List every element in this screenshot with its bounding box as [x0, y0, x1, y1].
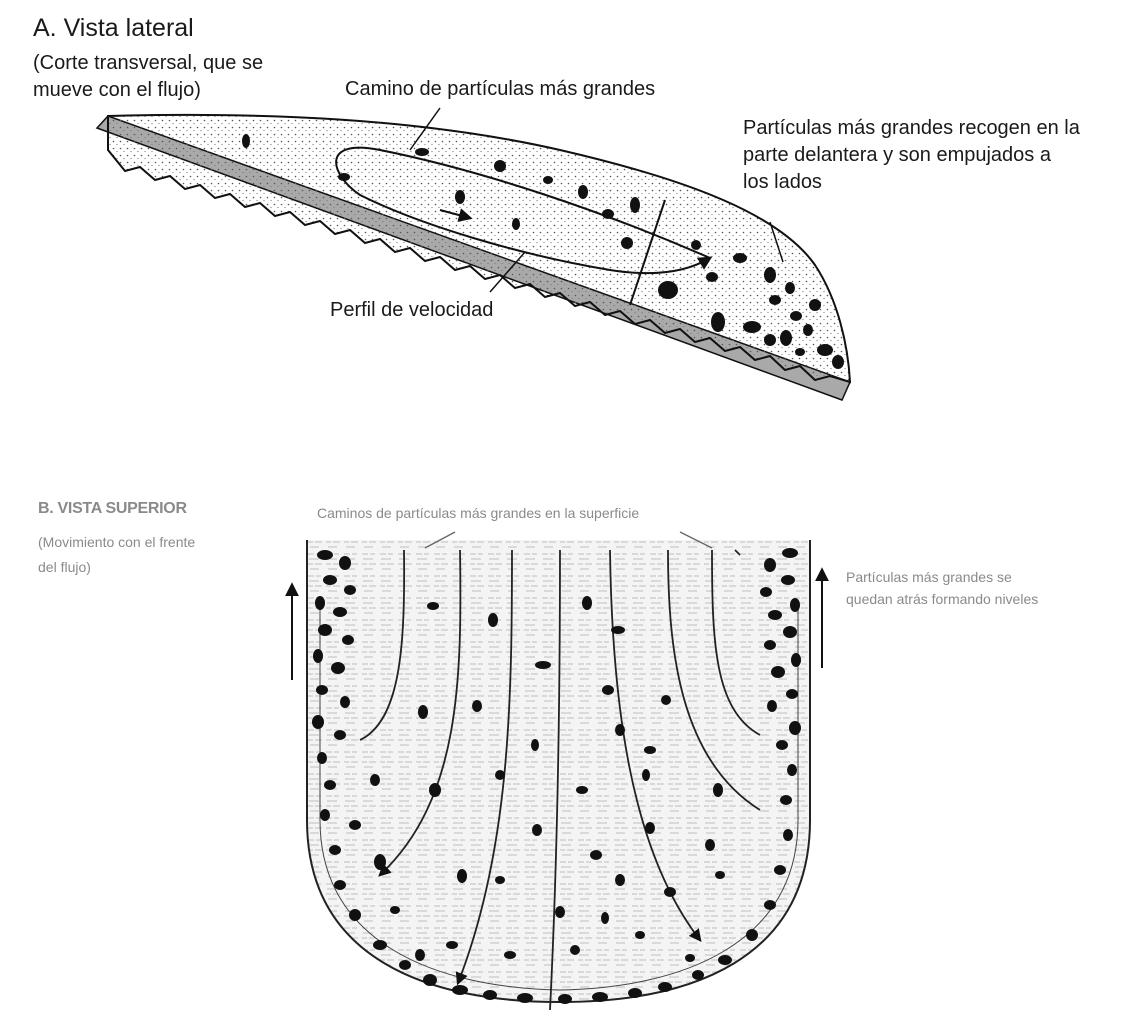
panel-b-subtitle-line: (Movimiento con el frente — [38, 530, 195, 555]
label-levees-line: Partículas más grandes se — [846, 566, 1038, 588]
label-surface-paths: Caminos de partículas más grandes en la … — [317, 502, 639, 524]
panel-a-title: A. Vista lateral — [33, 14, 194, 43]
top-view-section — [292, 532, 822, 1010]
panel-a-subtitle-line: (Corte transversal, que se — [33, 50, 263, 77]
label-levees: Partículas más grandes se quedan atrás f… — [846, 566, 1038, 610]
panel-a-subtitle: (Corte transversal, que se mueve con el … — [33, 50, 263, 104]
side-view-section — [97, 108, 850, 400]
label-particle-path: Camino de partículas más grandes — [345, 76, 655, 103]
label-front-particles: Partículas más grandes recogen en la par… — [743, 115, 1080, 196]
label-levees-line: quedan atrás formando niveles — [846, 588, 1038, 610]
label-front-line: parte delantera y son empujados a — [743, 142, 1080, 169]
panel-b-title: B. VISTA SUPERIOR — [38, 500, 187, 518]
label-front-line: los lados — [743, 169, 1080, 196]
panel-a-subtitle-line: mueve con el flujo) — [33, 77, 263, 104]
panel-b-subtitle-line: del flujo) — [38, 555, 195, 580]
flow-body — [108, 115, 850, 382]
label-front-line: Partículas más grandes recogen en la — [743, 115, 1080, 142]
label-velocity-profile: Perfil de velocidad — [330, 297, 493, 324]
panel-b-subtitle: (Movimiento con el frente del flujo) — [38, 530, 195, 580]
